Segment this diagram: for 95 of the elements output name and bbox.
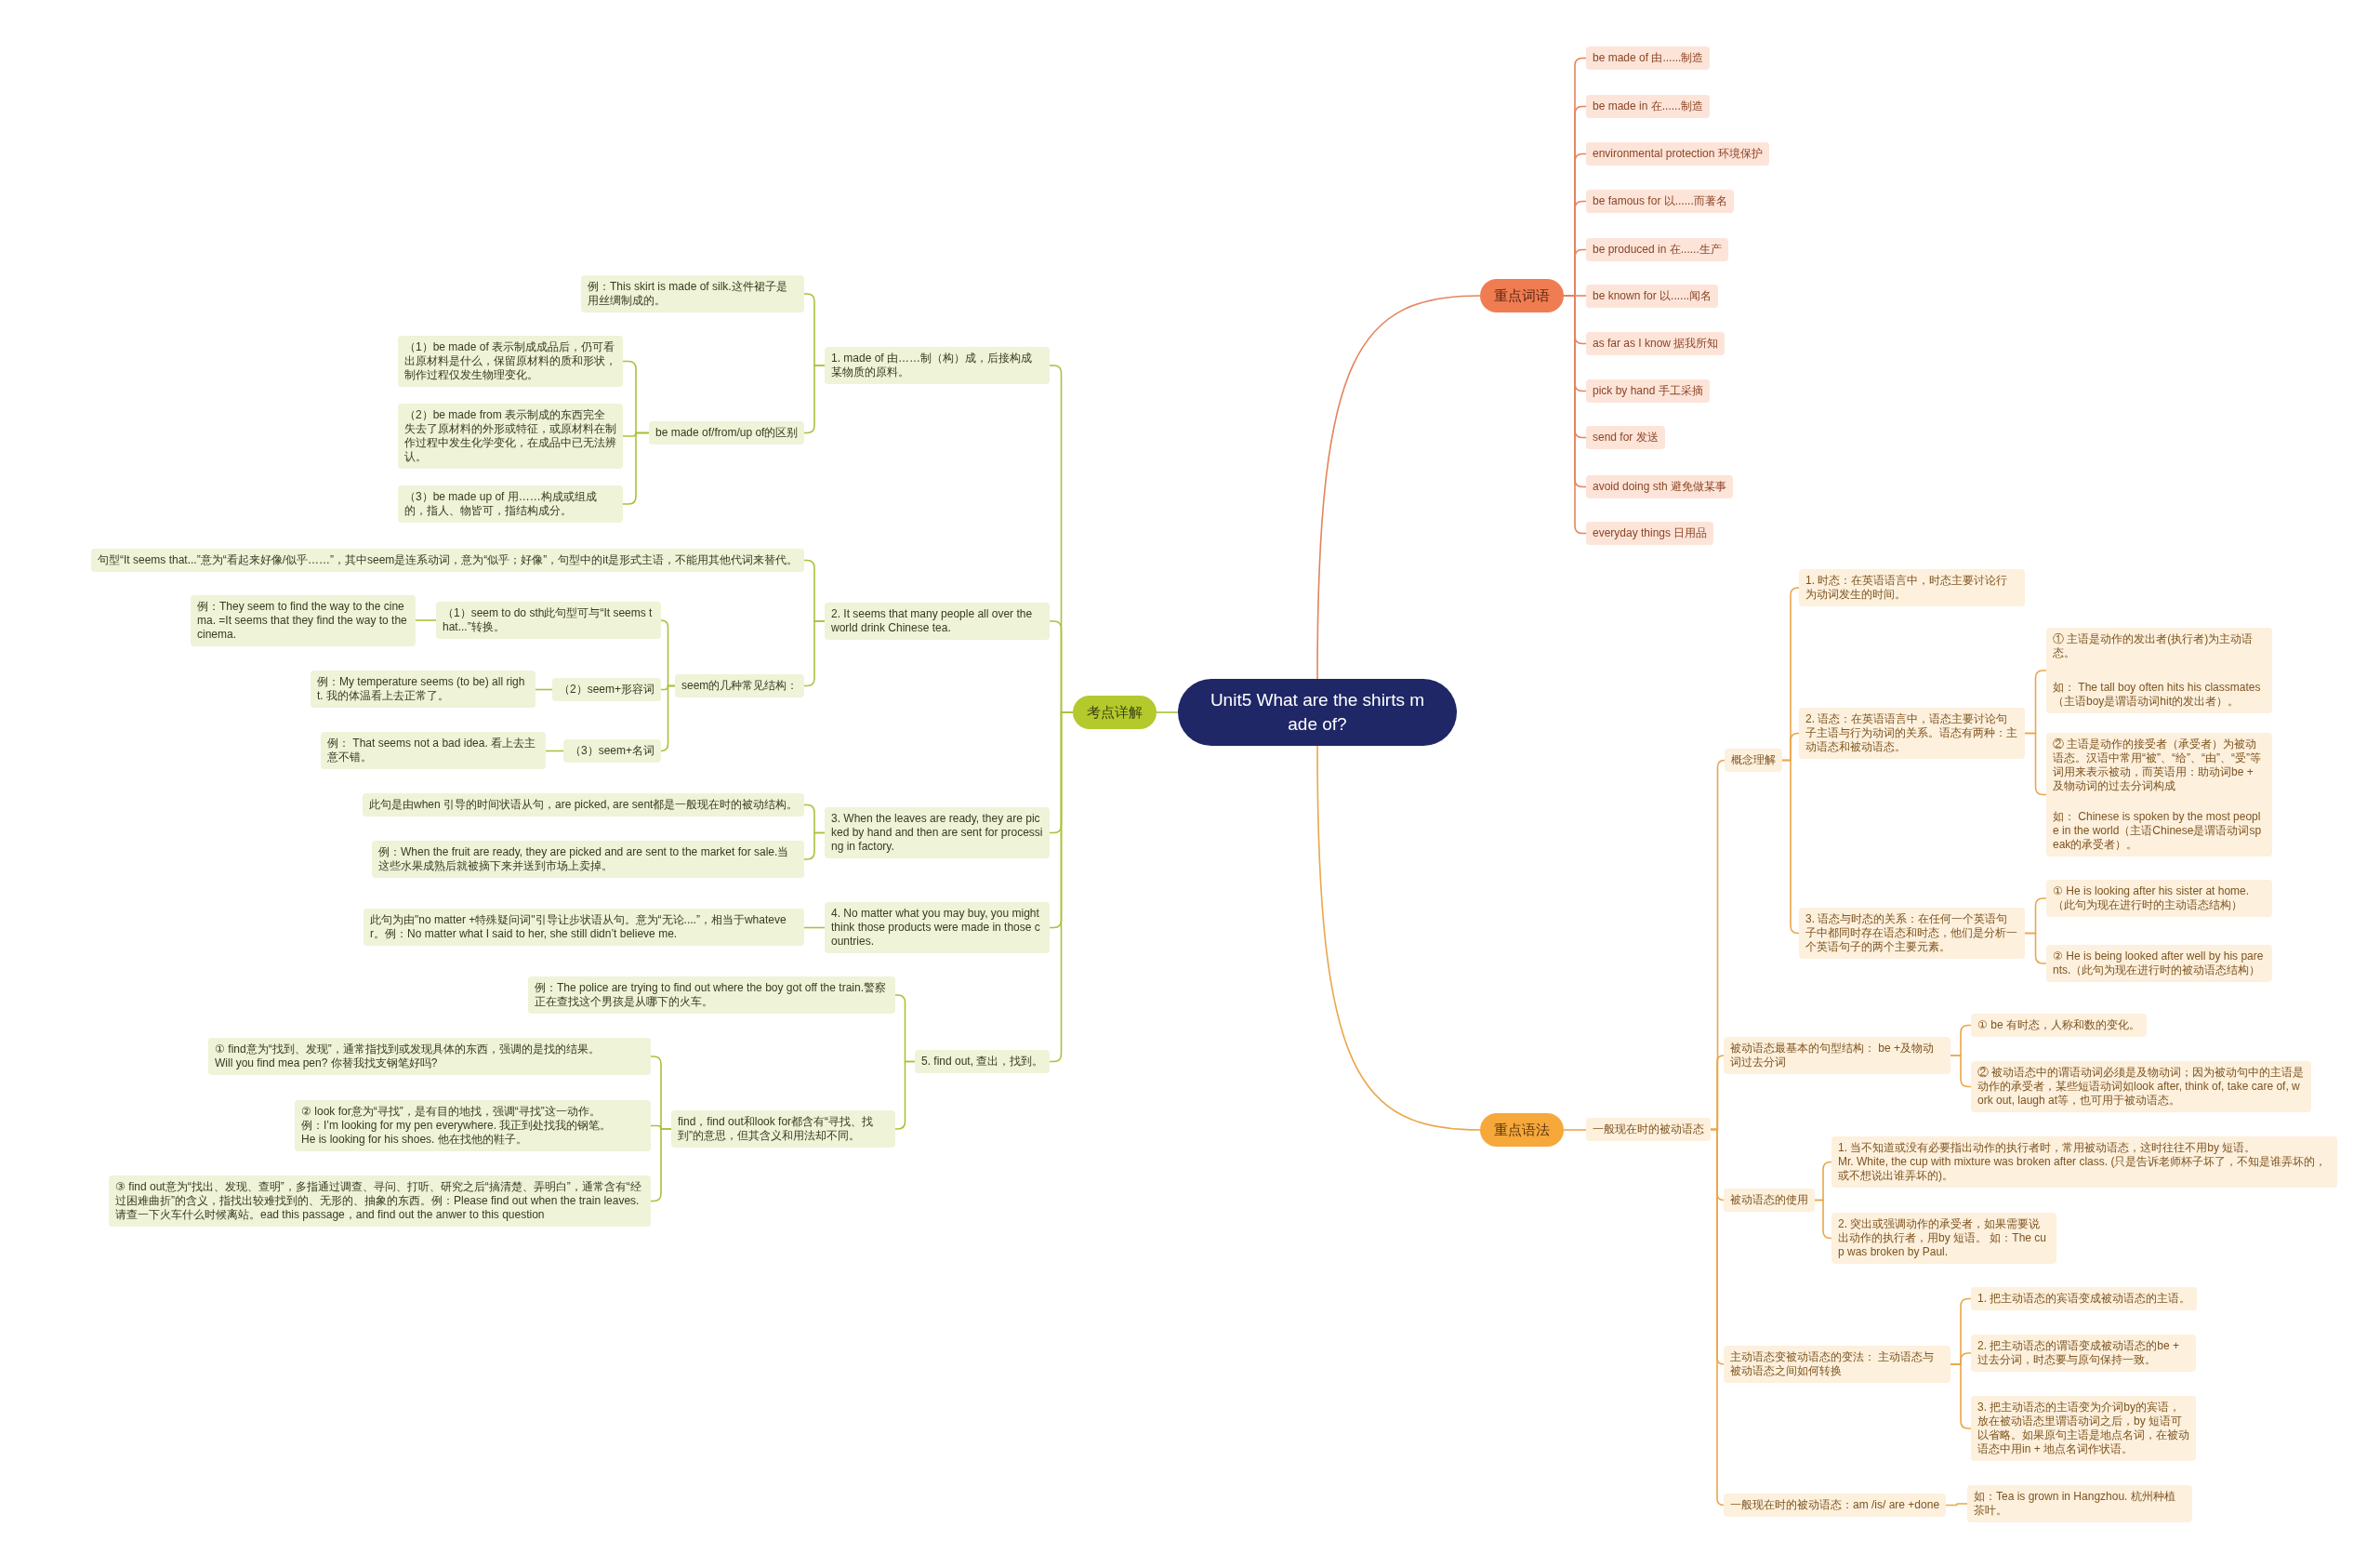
subtopic-box: 2. 语态：在英语语言中，语态主要讨论句子主语与行为动词的关系。语态有两种：主动语态和被动语态。 [1799, 707, 2025, 759]
connector-line [803, 365, 826, 434]
subtopic-box [1831, 1135, 2337, 1188]
subtopic-box [295, 1099, 651, 1151]
subtopic-box: 被动语态的使用 [1724, 1188, 1815, 1212]
subtopic-text: He is looking for his shoes. 他在找他的鞋子。 [301, 1132, 528, 1147]
branch-topic: 重点词语 [1480, 279, 1564, 312]
subtopic-box: 4. No matter what you may buy, you might think those products were made in those countries. [825, 901, 1050, 953]
connector-line [803, 620, 826, 687]
subtopic-box: be famous for 以......而著名 [1586, 189, 1734, 213]
subtopic-box: 2. 把主动语态的谓语变成被动语态的be + 过去分词，时态要与原句保持一致。 [1971, 1335, 2196, 1372]
connector-line [1563, 295, 1587, 535]
connector-line [803, 926, 826, 929]
connector-line [545, 750, 564, 752]
subtopic-box: （3）be made up of 用……构成或组成的，指人、物皆可，指结构成分。 [398, 485, 623, 523]
connector-line [894, 1060, 916, 1130]
subtopic-box: 例：This skirt is made of silk.这件裙子是用丝绸制成的。 [581, 275, 804, 312]
subtopic-text: ① find意为“找到、发现”，通常指找到或发现具体的东西，强调的是找的结果。 [215, 1042, 601, 1056]
subtopic-box: 2. 突出或强调动作的承受者，如果需要说出动作的执行者，用by 短语。 如：The cup was broken by Paul. [1831, 1212, 2056, 1264]
subtopic-text: 1. 当不知道或没有必要指出动作的执行者时，常用被动语态，这时往往不用by 短语。 [1838, 1140, 2257, 1155]
subtopic-box: 概念理解 [1725, 748, 1782, 772]
connector-line [1316, 295, 1481, 680]
connector-line [1781, 759, 1800, 935]
subtopic-box: ① He is looking after his sister at home.（此句为现在进行时的主动语态结构） [2046, 880, 2272, 917]
subtopic-box: （2）be made from 表示制成的东西完全失去了原材料的外形或特征，或原材料在制作过程中发生化学变化，在成品中已无法辨认。 [398, 404, 623, 469]
connector-line [1950, 1363, 1972, 1429]
subtopic-box: 一般现在时的被动语态：am /is/ are +done [1724, 1493, 1947, 1517]
subtopic-box: 如：Tea is grown in Hangzhou. 杭州种植茶叶。 [1967, 1485, 2192, 1522]
subtopic-box: be produced in 在......生产 [1586, 237, 1728, 261]
subtopic-text: ① 主语是动作的发出者(执行者)为主动语态。 [2053, 632, 2254, 660]
connector-line [1156, 711, 1179, 713]
connector-line [415, 619, 437, 621]
subtopic-text: 例：I’m looking for my pen everywhere. 我正到处找我的钢笔。 [301, 1118, 613, 1133]
subtopic-box [2046, 628, 2272, 713]
subtopic-box: 1. 把主动语态的宾语变成被动语态的主语。 [1971, 1286, 2198, 1310]
subtopic-text: 如： Chinese is spoken by the most people in the world（主语Chinese是谓语动词speak的承受者）。 [2053, 809, 2263, 852]
subtopic-box: ② 被动语态中的谓语动词必须是及物动词；因为被动句中的主语是动作的承受者，某些短语动词如look after, think of, take care of, work out, laugh at等，也可用于被动语态。 [1971, 1060, 2311, 1112]
connector-line [660, 684, 676, 752]
subtopic-box: 此句为由"no matter +特殊疑问词"引导让步状语从句。意为“无论....”，相当于whatever。例：No matter what I said to her, she still didn’t believe me. [364, 909, 804, 946]
subtopic-box [208, 1038, 651, 1075]
subtopic-box: 主动语态变被动语态的变法： 主动语态与被动语态之间如何转换 [1724, 1346, 1950, 1383]
connector-line [1563, 1129, 1587, 1131]
connector-line [650, 1128, 672, 1202]
subtopic-box: 例：They seem to find the way to the cinema. =It seems that they find the way to the cinema. [191, 594, 416, 646]
subtopic-text: Will you find mea pen? 你替我找支钢笔好吗? [215, 1056, 439, 1070]
subtopic-box: 例：The police are trying to find out where the boy got off the train.警察正在查找这个男孩是从哪下的火车。 [528, 976, 895, 1014]
subtopic-box: 句型“It seems that...”意为“看起来好像/似乎……”，其中seem是连系动词，意为“似乎；好像”，句型中的it是形式主语，不能用其他代词来替代。 [91, 548, 805, 572]
subtopic-box: 例：When the fruit are ready, they are picked and are sent to the market for sale.当这些水果成熟后就被摘下来并送到市场上卖掉。 [372, 841, 804, 878]
branch-topic: 重点语法 [1480, 1113, 1564, 1147]
connector-line [1814, 1199, 1832, 1240]
subtopic-box: 例： That seems not a bad idea. 看上去主意不错。 [321, 732, 546, 769]
connector-line [2024, 932, 2047, 964]
subtopic-box: be made of 由......制造 [1586, 46, 1711, 70]
subtopic-box: 3. 语态与时态的关系：在任何一个英语句子中都同时存在语态和时态，他们是分析一个英语句子的两个主要元素。 [1799, 907, 2025, 959]
subtopic-box: 被动语态最基本的句型结构： be +及物动词过去分词 [1724, 1037, 1950, 1074]
subtopic-box: 1. made of 由……制（构）成，后接构成某物质的原料。 [825, 347, 1050, 384]
subtopic-box: find，find out和look for都含有“寻找、找到”的意思，但其含义和用法却不同。 [671, 1110, 895, 1148]
subtopic-box [2046, 732, 2272, 857]
subtopic-box: seem的几种常见结构： [675, 673, 805, 697]
subtopic-box: be made of/from/up of的区别 [649, 420, 805, 445]
subtopic-box: everyday things 日用品 [1586, 521, 1714, 545]
subtopic-text: ② look for意为“寻找”，是有目的地找，强调“寻找”这一动作。 [301, 1104, 602, 1119]
subtopic-box: （2）seem+形容词 [552, 677, 662, 701]
subtopic-box: ① be 有时态，人称和数的变化。 [1971, 1013, 2147, 1037]
connector-line [2024, 732, 2047, 796]
subtopic-box: 3. When the leaves are ready, they are picked by hand and then are sent for processing in factory. [825, 806, 1050, 858]
subtopic-box: ③ find out意为“找出、发现、查明”，多指通过调查、寻问、打听、研究之后“搞清楚、弄明白”，通常含有“经过困难曲折”的含义，指找出较难找到的、无形的、抽象的东西。例：Please find out when the train leaves. 请查一下火车什么时候离站。ead this passage，and find out the anwer to this question [109, 1175, 651, 1227]
subtopic-text: ② 主语是动作的接受者（承受者）为被动语态。汉语中常用“被”、“给”、“由”、“受”等词用来表示被动，而英语用：助动词be + 及物动词的过去分词构成 [2053, 737, 2262, 793]
subtopic-text: 如： The tall boy often hits his classmates（主语boy是谓语动词hit的发出者）。 [2053, 681, 2262, 709]
subtopic-box: as far as I know 据我所知 [1586, 331, 1726, 355]
subtopic-box: be made in 在......制造 [1586, 94, 1710, 118]
subtopic-box: be known for 以......闻名 [1586, 284, 1719, 308]
subtopic-box: 1. 时态：在英语语言中，时态主要讨论行为动词发生的时间。 [1799, 569, 2025, 606]
subtopic-box: 5. find out, 查出，找到。 [915, 1049, 1051, 1073]
connector-line [1710, 1128, 1725, 1507]
subtopic-text: Mr. White, the cup with mixture was broken after class. (只是告诉老师杯子坏了，不知是谁弄坏的，或不想说出谁弄坏的)。 [1838, 1154, 2328, 1183]
connector-line [803, 831, 826, 860]
subtopic-box: （3）seem+名词 [563, 738, 662, 763]
branch-topic: 考点详解 [1073, 696, 1157, 729]
central-topic: Unit5 What are the shirts made of? [1178, 679, 1457, 746]
subtopic-box: 3. 把主动语态的主语变为介词by的宾语，放在被动语态里谓语动词之后，by 短语可以省略。如果原句主语是地点名词，在被动语态中用in + 地点名词作状语。 [1971, 1396, 2196, 1461]
subtopic-box: 此句是由when 引导的时间状语从句，are picked, are sent都是一般现在时的被动结构。 [363, 792, 805, 817]
subtopic-box: 2. It seems that many people all over the world drink Chinese tea. [825, 603, 1050, 640]
subtopic-box: 一般现在时的被动语态 [1586, 1117, 1711, 1141]
subtopic-box: environmental protection 环境保护 [1586, 141, 1769, 166]
subtopic-box: （1）be made of 表示制成成品后，仍可看出原材料是什么，保留原材料的质和形状，制作过程仅发生物理变化。 [398, 335, 623, 387]
subtopic-box: send for 发送 [1586, 425, 1665, 449]
connector-line [1950, 1055, 1972, 1088]
connector-line [1316, 745, 1481, 1131]
subtopic-box: pick by hand 手工采摘 [1586, 378, 1710, 403]
connector-line [1945, 1503, 1968, 1507]
subtopic-box: avoid doing sth 避免做某事 [1586, 474, 1734, 498]
subtopic-box: 例：My temperature seems (to be) all right. 我的体温看上去正常了。 [311, 671, 536, 708]
subtopic-box: （1）seem to do sth此句型可与“It seems that...”转换。 [436, 602, 661, 639]
subtopic-box: ② He is being looked after well by his parents.（此句为现在进行时的被动语态结构） [2046, 945, 2272, 982]
